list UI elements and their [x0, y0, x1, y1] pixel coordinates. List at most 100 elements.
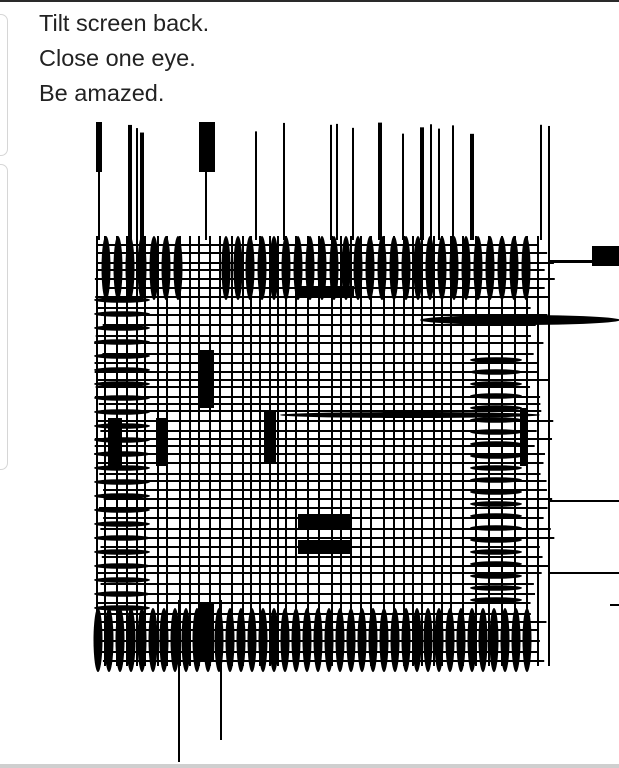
ellipse-mark: [94, 493, 150, 499]
ellipse-mark: [305, 236, 315, 300]
ellipse-mark: [94, 507, 150, 513]
ellipse-mark: [170, 608, 180, 672]
vertical-line: [219, 236, 221, 666]
horizontal-line: [94, 438, 553, 440]
vertical-line: [104, 236, 106, 666]
block-mark: [199, 122, 215, 172]
block-mark: [200, 350, 214, 408]
swept-stroke: [420, 315, 619, 325]
ellipse-mark: [291, 608, 301, 672]
ellipse-mark: [522, 608, 532, 672]
horizontal-line: [94, 396, 541, 398]
ellipse-mark: [470, 525, 522, 531]
ellipse-mark: [192, 608, 202, 672]
horizontal-line: [548, 260, 598, 263]
block-mark: [592, 246, 619, 266]
ellipse-mark: [413, 236, 423, 300]
horizontal-line: [101, 410, 542, 412]
vertical-line: [231, 236, 233, 666]
vertical-line: [250, 236, 252, 666]
ellipse-mark: [324, 608, 334, 672]
ellipse-mark: [329, 236, 339, 300]
ellipse-mark: [470, 549, 522, 555]
vertical-line: [259, 236, 261, 666]
ellipse-mark: [461, 236, 471, 300]
ellipse-mark: [94, 535, 150, 541]
vertical-stroke: [420, 127, 424, 240]
vertical-line: [501, 236, 503, 666]
ellipse-mark: [470, 597, 522, 603]
horizontal-line: [548, 500, 619, 502]
ellipse-mark: [159, 608, 169, 672]
ellipse-mark: [257, 236, 267, 300]
ellipse-mark: [500, 608, 510, 672]
ellipse-mark: [357, 608, 367, 672]
horizontal-line: [100, 528, 551, 530]
ellipse-mark: [214, 608, 224, 672]
vertical-line: [189, 236, 191, 666]
horizontal-line: [102, 660, 545, 662]
ellipse-mark: [313, 608, 323, 672]
ellipse-mark: [94, 325, 150, 331]
ellipse-mark: [247, 608, 257, 672]
vertical-stroke: [438, 128, 440, 240]
ellipse-mark: [401, 608, 411, 672]
ellipse-mark: [94, 409, 150, 415]
vertical-line: [126, 236, 128, 666]
ellipse-mark: [94, 563, 150, 569]
vertical-line: [331, 236, 333, 666]
ellipse-mark: [94, 339, 150, 345]
ellipse-mark: [346, 608, 356, 672]
vertical-stroke: [98, 128, 100, 240]
horizontal-line: [103, 498, 553, 500]
ellipse-mark: [412, 608, 422, 672]
vertical-stroke: [205, 126, 207, 240]
ellipse-mark: [489, 608, 499, 672]
ellipse-mark: [94, 465, 150, 471]
ellipse-mark: [470, 465, 522, 471]
vertical-stroke: [540, 124, 542, 240]
ellipse-mark: [94, 591, 150, 597]
ellipse-mark: [437, 236, 447, 300]
ellipse-mark: [434, 608, 444, 672]
ellipse-mark: [181, 608, 191, 672]
ellipse-mark: [269, 236, 279, 300]
ellipse-mark: [470, 453, 522, 459]
vertical-line: [421, 236, 423, 666]
vertical-line: [393, 236, 395, 666]
block-mark: [298, 540, 352, 554]
caption-line: Close one eye.: [39, 45, 196, 71]
ellipse-mark: [148, 608, 158, 672]
top-border: [0, 0, 619, 2]
ellipse-mark: [225, 608, 235, 672]
ellipse-mark: [104, 608, 114, 672]
ellipse-mark: [401, 236, 411, 300]
ellipse-mark: [521, 236, 531, 300]
ellipse-mark: [258, 608, 268, 672]
ellipse-mark: [93, 608, 103, 672]
horizontal-line: [94, 453, 546, 455]
ellipse-mark: [470, 501, 522, 507]
horizontal-line: [103, 489, 547, 491]
horizontal-line: [95, 593, 536, 595]
vertical-line: [179, 236, 181, 666]
ellipse-mark: [94, 381, 150, 387]
ellipse-mark: [94, 605, 150, 611]
swept-stroke: [280, 412, 540, 418]
ellipse-mark: [470, 405, 522, 411]
horizontal-line: [102, 480, 547, 482]
ellipse-mark: [456, 608, 466, 672]
ellipse-mark: [470, 573, 522, 579]
ellipse-mark: [94, 521, 150, 527]
horizontal-line: [99, 613, 531, 615]
vertical-line: [370, 236, 372, 666]
ellipse-mark: [94, 577, 150, 583]
ellipse-mark: [470, 537, 522, 543]
ellipse-mark: [470, 393, 522, 399]
vertical-line: [198, 236, 200, 666]
vertical-line: [307, 236, 309, 666]
vertical-stroke: [178, 600, 180, 762]
ellipse-mark: [94, 479, 150, 485]
ellipse-mark: [389, 236, 399, 300]
